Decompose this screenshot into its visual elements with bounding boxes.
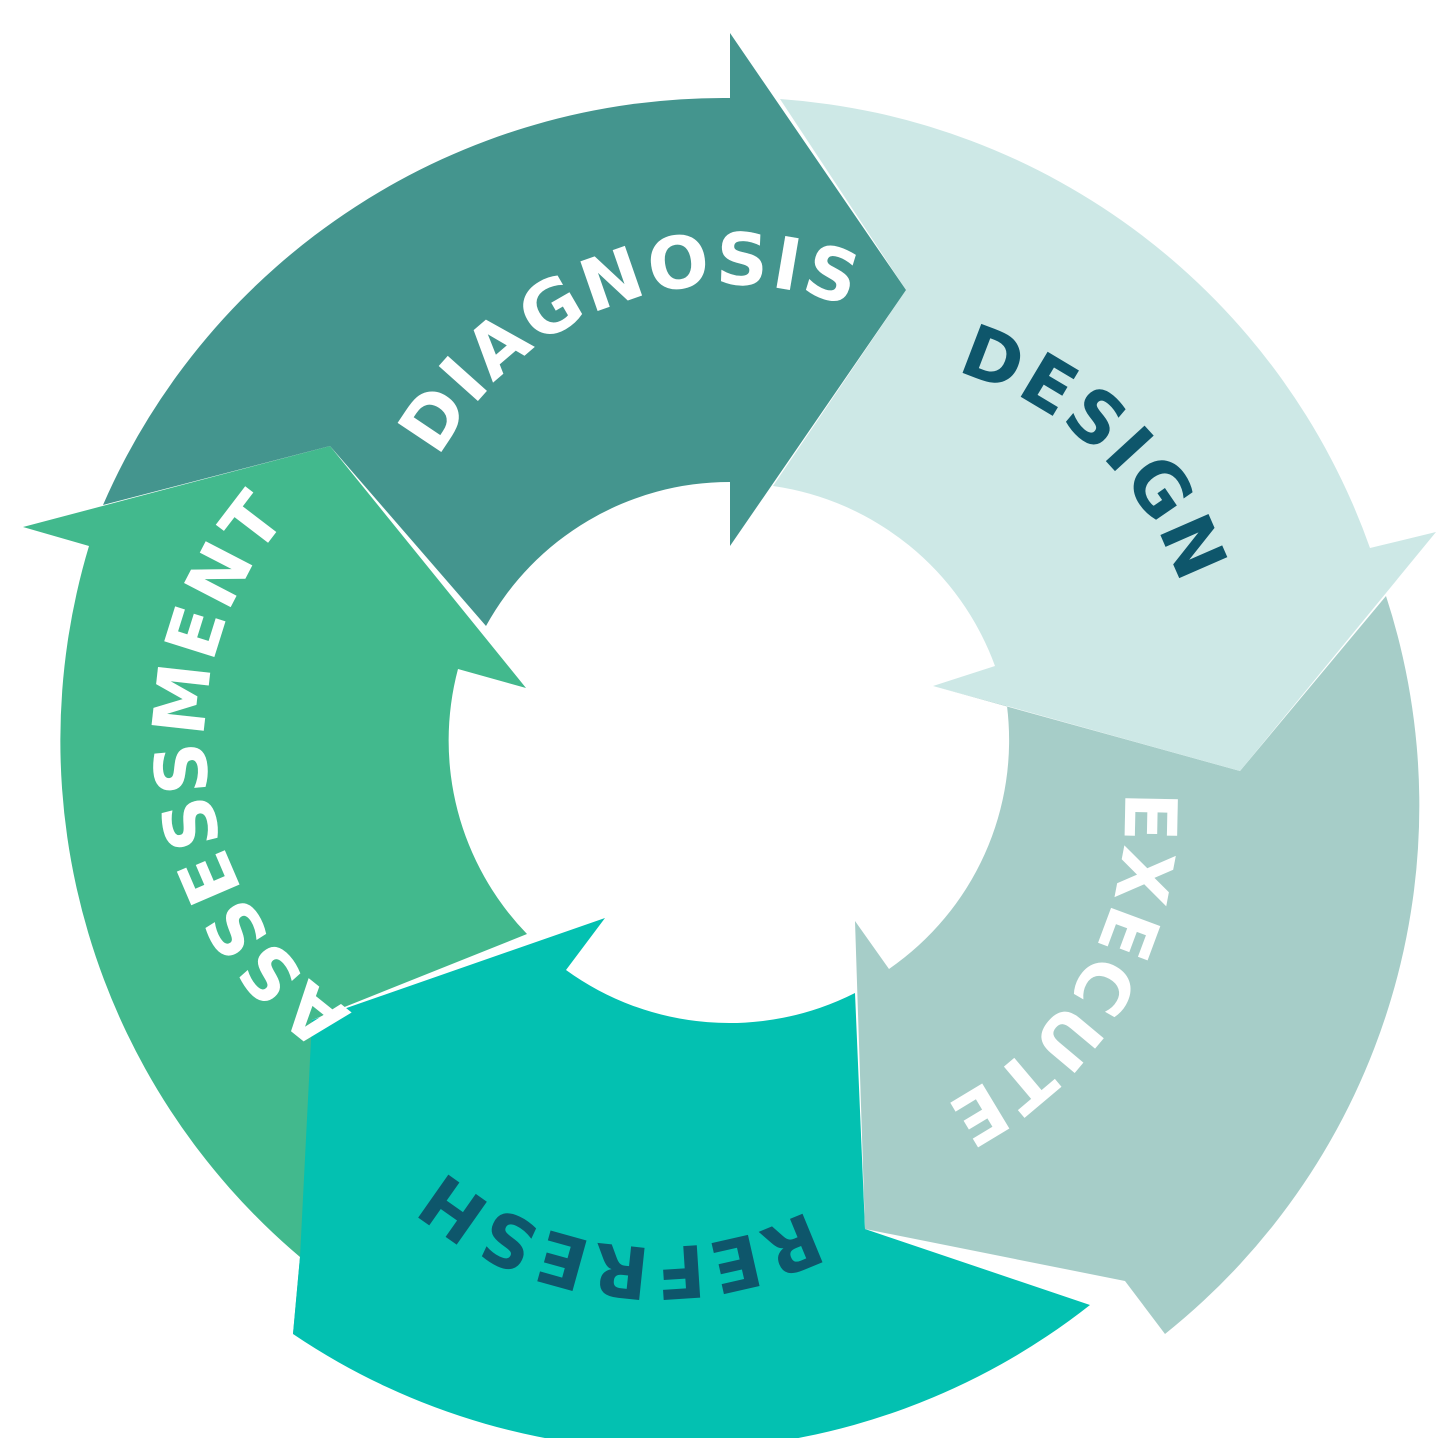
segment-refresh	[293, 918, 1090, 1438]
segment-diagnosis	[103, 33, 906, 626]
cycle-segments	[23, 33, 1436, 1438]
segment-assessment	[23, 446, 527, 1334]
segment-design	[773, 99, 1436, 771]
segment-execute	[855, 596, 1420, 1334]
